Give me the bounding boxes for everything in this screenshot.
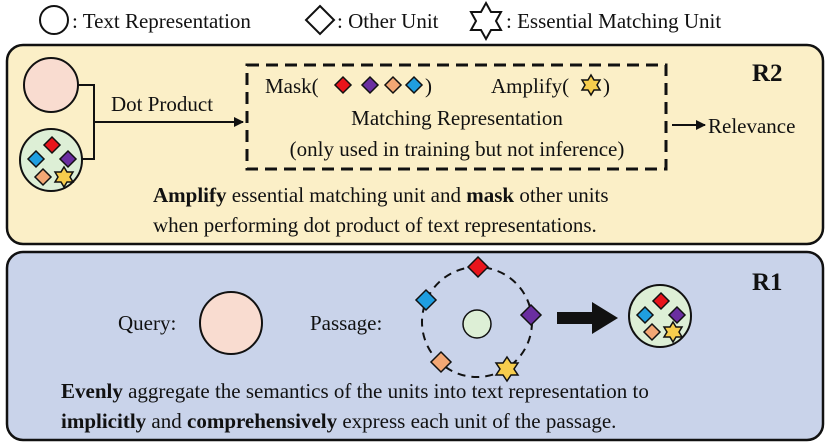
r2-relevance-label: Relevance (708, 114, 795, 138)
agg-red-diamond-icon (651, 291, 671, 311)
r1-panel: R1 Query: Passage: Evenly aggregate the … (5, 250, 825, 442)
r2-description-line2: when performing dot product of text repr… (153, 213, 597, 237)
legend: : Text Representation : Other Unit : Ess… (39, 0, 721, 42)
r2-dot-product-label: Dot Product (111, 92, 213, 116)
r2-label: R2 (752, 60, 783, 87)
orbit-purple-diamond-icon (519, 303, 543, 327)
legend-other-unit: : Other Unit (337, 9, 439, 33)
r2-background (5, 43, 825, 246)
red-diamond-icon (42, 135, 62, 155)
orbit-blue-diamond-icon (414, 288, 438, 312)
orbit-star-icon (494, 355, 520, 383)
r2-matching-box (245, 63, 668, 171)
mask-red-diamond-icon (333, 75, 353, 95)
r1-desc-bold-comprehensively: comprehensively (187, 409, 338, 433)
legend-diamond-icon (304, 4, 336, 36)
r1-description-line1: Evenly aggregate the semantics of the un… (61, 379, 649, 403)
orbit-orange-diamond-icon (429, 350, 453, 374)
purple-diamond-icon (58, 149, 78, 169)
r2-panel: R2 Dot Product Mask( ) Amplify( ) Matchi… (5, 43, 825, 246)
r2-description-line1: Amplify essential matching unit and mask… (153, 183, 609, 207)
r2-desc-bold-amplify: Amplify (153, 183, 227, 207)
legend-star-icon (469, 0, 503, 42)
star-icon (53, 165, 75, 189)
r1-query-circle (199, 291, 263, 355)
mask-orange-diamond-icon (383, 75, 403, 95)
mask-blue-diamond-icon (404, 75, 424, 95)
r2-training-note: (only used in training but not inference… (290, 137, 625, 161)
r1-query-label: Query: (118, 311, 176, 335)
r2-mask-close: ) (425, 74, 432, 98)
r2-query-circle (23, 57, 79, 113)
orange-diamond-icon (33, 167, 53, 187)
r1-passage-center-circle (462, 309, 492, 339)
r2-mask-label: Mask( (265, 74, 319, 98)
blue-diamond-icon (26, 149, 46, 169)
r1-aggregated-circle (628, 284, 692, 348)
legend-text-rep: : Text Representation (72, 9, 251, 33)
agg-purple-diamond-icon (667, 305, 687, 325)
r2-matching-rep: Matching Representation (351, 106, 563, 130)
r1-desc-bold-evenly: Evenly (61, 379, 123, 403)
r2-amplify-close: ) (603, 74, 610, 98)
agg-blue-diamond-icon (635, 305, 655, 325)
r1-desc-bold-implicitly: implicitly (61, 409, 147, 433)
r2-desc-bold-mask: mask (466, 183, 514, 207)
agg-star-icon (662, 320, 684, 344)
r1-label: R1 (752, 269, 783, 296)
r2-amplify-label: Amplify( (491, 74, 569, 98)
r1-aggregate-arrow (557, 302, 618, 334)
agg-orange-diamond-icon (642, 322, 662, 342)
orbit-red-diamond-icon (466, 255, 490, 279)
mask-purple-diamond-icon (360, 75, 380, 95)
r1-passage-label: Passage: (310, 311, 382, 335)
r1-description-line2: implicitly and comprehensively express e… (61, 409, 616, 433)
amplify-star-icon (580, 73, 602, 97)
legend-circle-icon (39, 5, 69, 35)
r2-passage-circle (19, 128, 83, 192)
legend-essential-unit: : Essential Matching Unit (506, 9, 721, 33)
